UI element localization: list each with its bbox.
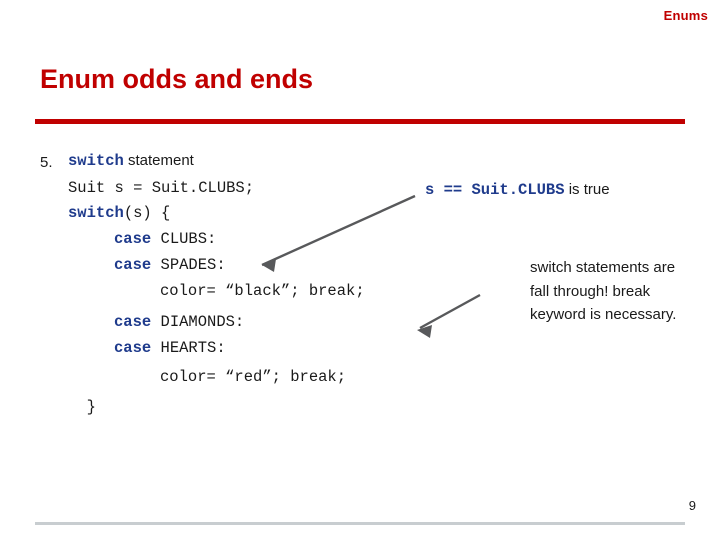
- switch-keyword: switch: [68, 152, 124, 170]
- title-divider: [35, 119, 685, 124]
- fallthrough-annotation: switch statements are fall through! brea…: [530, 256, 690, 327]
- code-line-9-text: }: [68, 398, 96, 416]
- fallthrough-annotation-text: switch statements are fall through! brea…: [530, 259, 677, 324]
- code-line-9: }: [68, 398, 96, 416]
- code-line-4-text: SPADES:: [151, 256, 226, 274]
- code-line-6: case DIAMONDS:: [114, 313, 244, 331]
- code-line-6-keyword: case: [114, 313, 152, 331]
- code-line-7-text: HEARTS:: [151, 339, 226, 357]
- code-line-2: switch(s) {: [68, 204, 170, 222]
- code-line-4-keyword: case: [114, 256, 152, 274]
- code-line-3-text: CLUBS:: [151, 230, 217, 248]
- arrow-head-fallthrough: [417, 325, 432, 338]
- code-line-7-keyword: case: [114, 339, 152, 357]
- arrow-head-condition: [262, 259, 276, 272]
- code-line-5-text: color= “black”; break;: [160, 282, 365, 300]
- page-number: 9: [688, 498, 696, 513]
- code-line-3-keyword: case: [114, 230, 152, 248]
- list-item-number: 5.: [40, 154, 53, 171]
- slide-header-label: Enums: [663, 8, 708, 23]
- code-line-4: case SPADES:: [114, 256, 226, 274]
- list-item-heading-rest: statement: [123, 152, 194, 169]
- arrow-line-fallthrough: [419, 293, 481, 330]
- code-line-7: case HEARTS:: [114, 339, 226, 357]
- code-line-6-text: DIAMONDS:: [151, 313, 245, 331]
- condition-code: s == Suit.CLUBS: [425, 181, 565, 199]
- code-line-8: color= “red”; break;: [160, 368, 346, 386]
- code-line-1: Suit s = Suit.CLUBS;: [68, 179, 254, 197]
- condition-suffix: is true: [564, 181, 610, 198]
- arrow-line-condition: [261, 194, 416, 267]
- list-item-heading: switch statement: [68, 152, 194, 170]
- code-line-2-text: (s) {: [123, 204, 171, 222]
- code-line-1-text: Suit s = Suit.CLUBS;: [68, 179, 255, 197]
- footer-divider: [35, 522, 685, 525]
- code-line-3: case CLUBS:: [114, 230, 216, 248]
- condition-annotation: s == Suit.CLUBS is true: [425, 181, 610, 199]
- code-line-8-text: color= “red”; break;: [160, 368, 347, 386]
- code-line-5: color= “black”; break;: [160, 282, 365, 300]
- page-title: Enum odds and ends: [40, 64, 314, 94]
- code-line-2-keyword: switch: [68, 204, 124, 222]
